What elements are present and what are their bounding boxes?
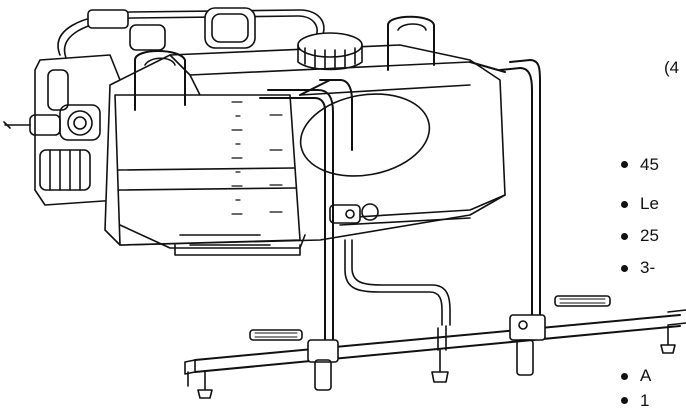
bullet-marker [621, 201, 628, 208]
drop-hose [344, 239, 451, 326]
bullet-marker [621, 161, 628, 168]
bullet-item: 45 [640, 155, 659, 174]
bullet-marker [621, 233, 628, 240]
pump-assembly [3, 54, 121, 206]
bullet-item: 3- [640, 258, 656, 277]
tank-base [119, 194, 506, 256]
boom-bar [184, 309, 686, 391]
header-text-fragment: (4 [664, 58, 680, 77]
hose-loop [57, 7, 325, 59]
bullet-marker [621, 265, 628, 272]
boom-nozzles [187, 325, 676, 399]
tank [104, 32, 506, 246]
bullet-item: 25 [640, 226, 659, 245]
boom-foot-pads [249, 295, 611, 341]
sprayer-line-drawing [3, 7, 686, 399]
bullet-marker [621, 373, 628, 380]
tank-handles [134, 15, 435, 111]
bullet-item: 1 [640, 391, 650, 410]
frame [259, 59, 541, 361]
bullet-item: A [640, 366, 652, 385]
bullet-item: Le [640, 194, 659, 213]
